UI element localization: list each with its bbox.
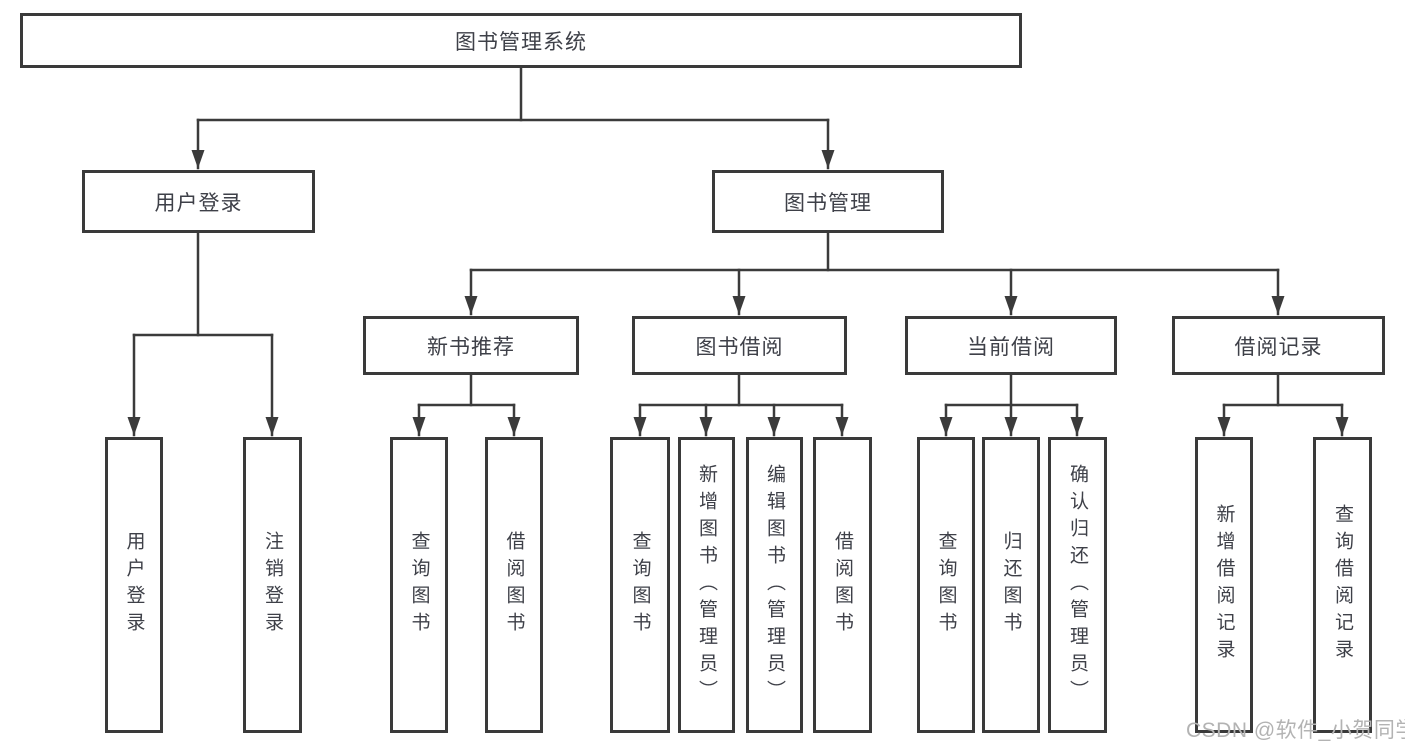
node-new-book-recommend: 新书推荐 — [363, 316, 579, 375]
leaf-label: 借阅图书 — [503, 531, 525, 639]
leaf-return-books: 归还图书 — [982, 437, 1040, 733]
node-label: 图书管理 — [784, 191, 872, 215]
node-label: 用户登录 — [154, 191, 243, 215]
leaf-query-books-borrow: 查询图书 — [610, 437, 670, 733]
leaf-label: 查询图书 — [408, 531, 430, 639]
leaf-label: 借阅图书 — [832, 531, 853, 639]
leaf-borrow-books: 借阅图书 — [813, 437, 872, 733]
node-user-login: 用户登录 — [82, 170, 315, 233]
leaf-logout: 注销登录 — [243, 437, 302, 733]
leaf-add-book-admin: 新增图书（管理员） — [678, 437, 735, 733]
node-label: 新书推荐 — [427, 335, 515, 359]
node-borrowing-records: 借阅记录 — [1172, 316, 1385, 375]
leaf-borrow-books-recommend: 借阅图书 — [485, 437, 543, 733]
leaf-label: 归还图书 — [1000, 531, 1022, 639]
leaf-label: 编辑图书（管理员） — [764, 463, 785, 707]
leaf-label: 注销登录 — [262, 531, 283, 639]
leaf-label: 新增图书（管理员） — [696, 463, 717, 707]
node-current-borrowing: 当前借阅 — [905, 316, 1117, 375]
leaf-edit-book-admin: 编辑图书（管理员） — [746, 437, 803, 733]
leaf-label: 用户登录 — [123, 531, 145, 639]
node-label: 图书借阅 — [695, 335, 784, 359]
node-label: 当前借阅 — [967, 335, 1055, 359]
leaf-label: 查询图书 — [629, 531, 651, 639]
node-library-system: 图书管理系统 — [20, 13, 1022, 68]
watermark: CSDN @软件_小贺同学 — [1186, 719, 1405, 742]
leaf-label: 查询图书 — [935, 531, 957, 639]
leaf-add-borrow-record: 新增借阅记录 — [1195, 437, 1253, 733]
leaf-query-borrow-record: 查询借阅记录 — [1313, 437, 1372, 733]
leaf-query-books-current: 查询图书 — [917, 437, 975, 733]
leaf-query-books-recommend: 查询图书 — [390, 437, 448, 733]
node-book-borrowing: 图书借阅 — [632, 316, 847, 375]
node-label: 图书管理系统 — [455, 30, 587, 54]
leaf-confirm-return-admin: 确认归还（管理员） — [1048, 437, 1107, 733]
leaf-label: 查询借阅记录 — [1332, 504, 1353, 666]
leaf-label: 确认归还（管理员） — [1067, 463, 1088, 707]
node-label: 借阅记录 — [1234, 335, 1323, 359]
leaf-user-login: 用户登录 — [105, 437, 163, 733]
leaf-label: 新增借阅记录 — [1213, 504, 1235, 666]
node-book-management: 图书管理 — [712, 170, 944, 233]
